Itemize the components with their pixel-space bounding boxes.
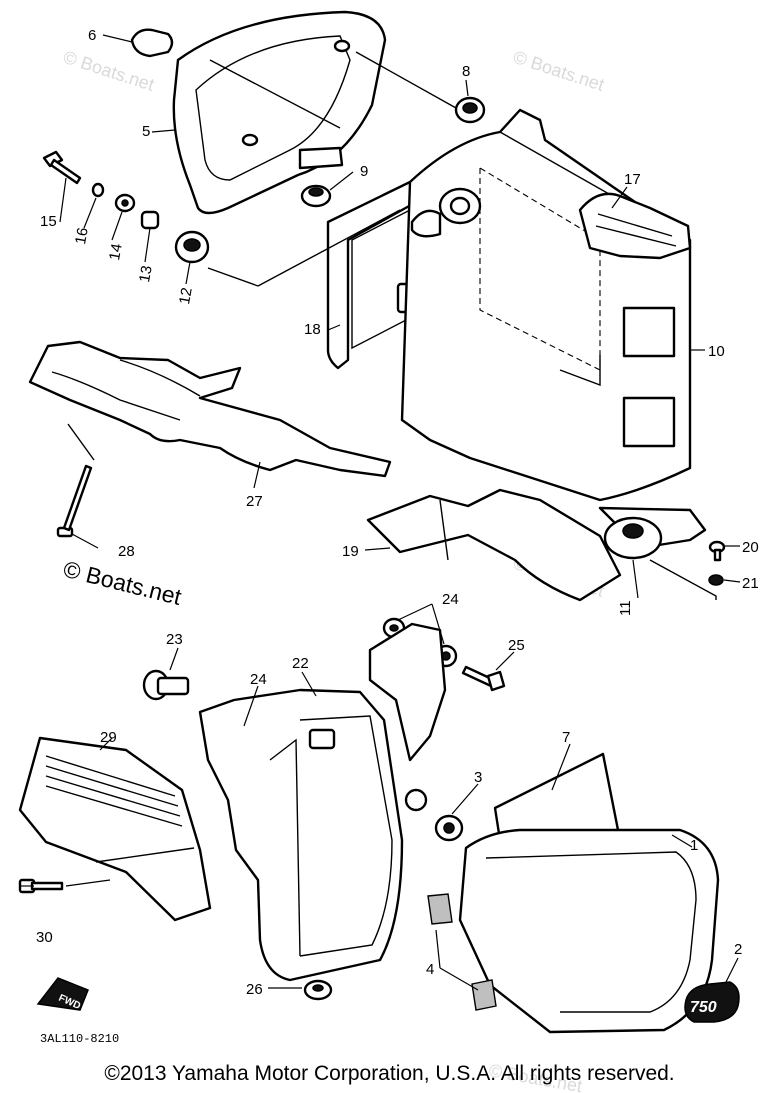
grommet-3	[434, 814, 464, 842]
battery-box-10	[400, 108, 692, 502]
grommet-6	[130, 28, 174, 58]
callout-28: 28	[118, 543, 135, 560]
sheet-7	[493, 752, 620, 842]
callout-24: 24	[250, 671, 267, 688]
callout-11: 11	[617, 600, 634, 616]
callout-8: 8	[462, 63, 470, 80]
bolt-15	[42, 150, 82, 185]
callout-23: 23	[166, 631, 183, 648]
bolt-23	[142, 669, 190, 701]
fwd-arrow-icon: FWD	[36, 977, 89, 1012]
damper-11	[603, 516, 663, 560]
callout-10: 10	[708, 343, 725, 360]
callout-27: 27	[246, 493, 263, 510]
air-box-22	[198, 622, 447, 982]
callout-15: 15	[40, 213, 57, 230]
callout-6: 6	[88, 27, 96, 44]
badge-2: 750	[684, 981, 740, 1023]
washer-14	[114, 193, 136, 213]
callout-numbers: 6 5 8 9 17 10 18 19 11 20 21 15 16 14 13…	[36, 27, 759, 998]
callout-26: 26	[246, 981, 263, 998]
callout-5: 5	[142, 123, 150, 140]
grommet-8	[454, 96, 486, 124]
callout-2: 2	[734, 941, 742, 958]
damper-4	[427, 893, 497, 1011]
callout-17: 17	[624, 171, 641, 188]
callout-9: 9	[360, 163, 368, 180]
copyright-notice: ©2013 Yamaha Motor Corporation, U.S.A. A…	[104, 1062, 675, 1085]
callout-7: 7	[562, 729, 570, 746]
screw-20	[708, 540, 726, 562]
callout-18: 18	[304, 321, 321, 338]
callout-30: 30	[36, 929, 53, 946]
strap-17	[578, 192, 692, 260]
guard-27	[28, 340, 392, 478]
cover-29	[18, 736, 212, 922]
nut-21	[708, 574, 724, 586]
badge-text: 750	[690, 999, 717, 1016]
watermark: © Boats.net	[511, 47, 607, 95]
callout-14: 14	[106, 242, 126, 261]
bolt-25	[461, 665, 506, 692]
leader-lines	[20, 34, 741, 991]
collar-13	[140, 210, 160, 230]
bolt-28	[56, 464, 93, 538]
watermark-main: © Boats.net	[61, 556, 185, 611]
grommet-26	[303, 979, 333, 1001]
callout-19: 19	[342, 543, 359, 560]
callout-13: 13	[136, 264, 156, 283]
grommet-12	[174, 230, 210, 264]
grommet-9	[300, 184, 332, 208]
callout-29: 29	[100, 729, 117, 746]
upper-side-cover	[172, 10, 387, 215]
callout-20: 20	[742, 539, 759, 556]
callout-24-top: 24	[442, 591, 459, 608]
drawing-code: 3AL110-8210	[40, 1032, 119, 1046]
callout-22: 22	[292, 655, 309, 672]
lock-washer-16	[91, 182, 105, 198]
callout-3: 3	[474, 769, 482, 786]
callout-16: 16	[72, 226, 92, 245]
callout-25: 25	[508, 637, 525, 654]
side-cover-1	[458, 828, 720, 1034]
callout-21: 21	[742, 575, 759, 592]
callout-1: 1	[690, 837, 698, 854]
callout-4: 4	[426, 961, 434, 978]
callout-12: 12	[176, 286, 196, 305]
